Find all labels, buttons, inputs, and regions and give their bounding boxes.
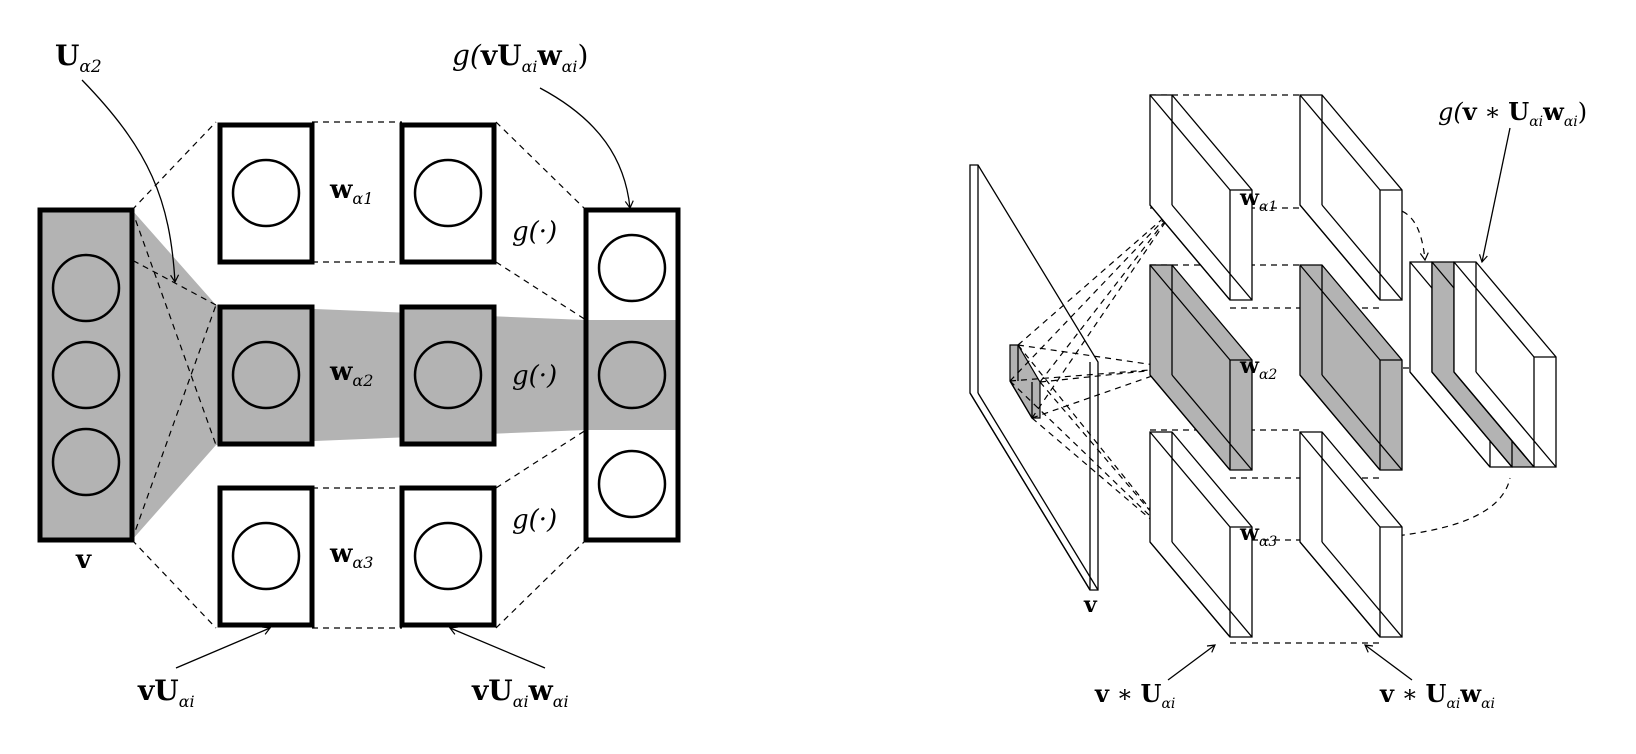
arrow-vU [175,626,272,669]
slab-u-alpha2 [1149,264,1253,471]
arrow-vU-right [1167,644,1216,681]
label-w-alpha2: wα2 [329,357,373,390]
unit-box-w-alpha3 [399,485,497,628]
label-g-dot-2: g(·) [512,361,557,391]
feature-map-slabs [1149,94,1403,638]
unit-box-u-alpha1 [217,122,315,265]
out-slab-3 [1453,261,1557,468]
label-w-alpha2-right: wα2 [1239,353,1277,383]
arrow-g-conv [1478,127,1511,264]
label-g-dot-3: g(·) [512,505,557,535]
unit-box-w-alpha1 [399,122,497,265]
slab-u-alpha3 [1149,431,1253,638]
output-volume [1409,261,1557,468]
label-vUw-right: v ∗ Uαiwαi [1379,679,1495,712]
label-g-dot-1: g(·) [512,217,557,247]
left-panel: Uα2 g(vUαiwαi) wα1 wα2 wα3 g(·) g(·) g(·… [37,39,681,711]
label-g-output: g(vUαiwαi) [452,39,588,76]
slab-w-alpha3 [1299,431,1403,638]
input-v-column [37,207,135,543]
unit-box-u-alpha3 [217,485,315,628]
dashed-connectors-left [131,121,587,629]
arrow-vUw [448,626,546,669]
unit-box-w-alpha2 [399,304,497,447]
label-v-left: v [75,545,92,575]
slab-u-alpha1 [1149,94,1253,301]
label-w-alpha3-right: wα3 [1239,520,1277,550]
shaded-flow-region [132,210,586,540]
label-u-alpha2: Uα2 [55,39,102,77]
label-vU-right: v ∗ Uαi [1094,679,1175,712]
arrow-g-output [539,87,634,210]
unit-box-u-alpha2 [217,304,315,447]
label-vUw-left: vUαiwαi [471,674,569,711]
label-w-alpha3: wα3 [329,539,373,572]
label-vU-left: vUαi [137,674,195,711]
arrow-u-alpha2 [81,79,180,284]
slab-w-alpha1 [1299,94,1403,301]
slab-w-alpha2 [1299,264,1403,471]
arrow-vUw-right [1364,644,1413,681]
label-w-alpha1-right: wα1 [1239,185,1277,215]
right-panel: g(v ∗ Uαiwαi) wα1 wα2 wα3 v v ∗ Uαi v ∗ … [969,94,1587,712]
output-column [583,207,681,543]
label-v-right: v [1083,592,1098,618]
label-w-alpha1: wα1 [329,175,373,208]
label-g-conv: g(v ∗ Uαiwαi) [1438,97,1587,130]
